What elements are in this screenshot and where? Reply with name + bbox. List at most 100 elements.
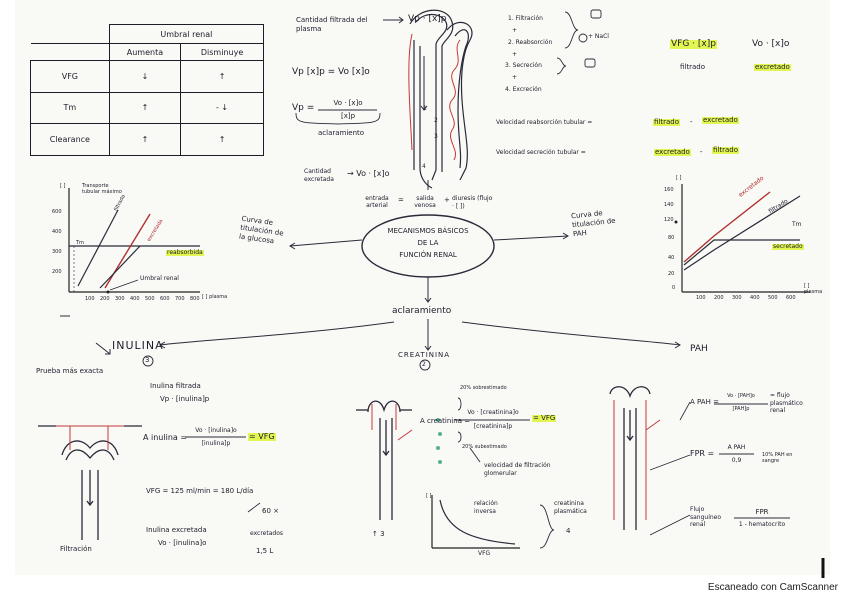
table-cell: ↑	[180, 60, 264, 93]
creatinina-number-4: 4	[566, 527, 571, 535]
glucose-xtick: 400	[130, 296, 140, 302]
entrada-arterial: entrada arterial	[365, 195, 389, 210]
glucose-umbral: Umbral renal	[140, 275, 179, 282]
creatinina-velocidad: velocidad de filtración glomerular	[484, 462, 551, 477]
pah-a-result: = flujo plasmático renal	[770, 392, 803, 414]
pah-a-den: [PAH]p	[732, 406, 750, 412]
fpr-note: 10% PAH en sangre	[762, 452, 793, 464]
cantidad-excretada-label: Cantidad excretada	[304, 168, 334, 183]
scanner-watermark: Escaneado con CamScanner	[707, 582, 838, 593]
pah-ytick: 0	[672, 285, 676, 291]
pah-y-unit: [ ]	[676, 175, 682, 181]
pah-a-label: A PAH =	[690, 398, 719, 406]
inulina-excretada-expr: Vo · [inulina]o	[158, 539, 207, 547]
inulina-sixty: 60 ×	[262, 507, 279, 515]
reabs-minus: -	[690, 118, 693, 126]
center-connectors	[60, 214, 681, 371]
balance-eq: Vp [x]p = Vo [x]o	[292, 67, 370, 77]
curva-pah-label: Curva de titulación de PAH	[570, 209, 616, 238]
glucose-graph	[68, 188, 200, 294]
aclaramiento-node: aclaramiento	[392, 306, 452, 316]
creatinina-y-unit: [ ]	[426, 493, 432, 499]
creatinina-extra: ↑ 3	[372, 530, 385, 538]
glucose-xtick: 300	[115, 296, 125, 302]
pah-ytick: 20	[668, 271, 675, 277]
table-subheader-disminuye: Disminuye	[180, 43, 264, 61]
fpr-label: FPR =	[690, 449, 715, 458]
umbral-renal-table: Umbral renal Aumenta Disminuye VFG ↓ ↑ T…	[30, 24, 265, 156]
vfg-expr: VFG · [x]p	[670, 39, 717, 49]
table-cell: ↓	[108, 60, 182, 93]
glucose-ytick: 300	[52, 249, 62, 255]
flujo-label: Flujo sanguíneo renal	[690, 506, 722, 528]
creatinina-a-label: A creatinina =	[420, 417, 471, 425]
creatinina-relacion: relación inversa	[474, 500, 498, 515]
glucose-ytick: 200	[52, 269, 62, 275]
process-reabsorcion: 2. Reabsorción	[508, 39, 553, 46]
excretado-label: excretado	[754, 63, 791, 71]
table-blank	[30, 43, 110, 61]
vo-expr: Vo · [x]o	[752, 39, 790, 49]
table-cell: ↑	[180, 123, 264, 156]
table-cell: - ↓	[180, 91, 264, 125]
inulina-a-num: Vo · [inulina]o	[195, 427, 237, 434]
creatinina-plasmatica: creatinina plasmática	[554, 500, 587, 515]
inulina-number: 3	[145, 356, 150, 364]
process-braces	[556, 9, 602, 75]
inulina-a-result: = VFG	[248, 432, 276, 441]
secr-label: Velocidad secreción tubular =	[496, 149, 586, 156]
table-row: VFG ↓ ↑	[30, 60, 264, 93]
creatinina-title: CREATININA	[398, 351, 451, 359]
step-3: 3	[434, 133, 438, 140]
creatinina-a-result: = VFG	[532, 414, 557, 422]
creatinina-secretion-dots	[436, 418, 442, 464]
pah-ytick: 160	[664, 187, 674, 193]
diuresis-label: diuresis (flujo · [ ])	[452, 195, 493, 210]
pah-nephron	[609, 386, 651, 530]
vp-eq-num: Vo · [x]o	[333, 99, 363, 107]
oval-line-2: DE LA	[417, 239, 439, 247]
glucose-xtick: 800	[190, 296, 200, 302]
process-plus-3: +	[512, 74, 518, 81]
secr-filtrado: filtrado	[712, 146, 739, 154]
vp-eq-den: [x]p	[340, 112, 356, 120]
table-row-label: Clearance	[30, 123, 110, 156]
creatinina-a-num: Vo · [creatinina]o	[467, 409, 519, 416]
nephron-top	[409, 9, 473, 189]
vp-eq-label: Vp =	[292, 103, 315, 113]
pah-x-unit: [ ] plasma	[804, 283, 823, 295]
creatinina-x-label: VFG	[478, 550, 491, 557]
creatinina-red	[371, 404, 413, 441]
step-4: 4	[422, 163, 426, 170]
table-cell: ↑	[108, 91, 182, 125]
pah-title: PAH	[690, 344, 708, 354]
inulina-glomerulus	[56, 425, 124, 450]
glucose-xtick: 600	[160, 296, 170, 302]
inulina-title: INULINA	[112, 339, 164, 352]
creatinina-sub: 20% subestimado	[462, 444, 507, 450]
glucose-xtick: 100	[85, 296, 95, 302]
creatinina-a-den: [creatinina]p	[473, 423, 513, 430]
glucose-xtick: 700	[175, 296, 185, 302]
table-row-label: Tm	[30, 91, 110, 125]
step-2: 2	[434, 117, 438, 124]
step-1: 1	[423, 105, 427, 112]
reabs-label: Velocidad reabsorción tubular =	[496, 119, 593, 126]
inulina-filtrada: Inulina filtrada	[150, 382, 201, 390]
oval-line-3: FUNCIÓN RENAL	[399, 251, 457, 259]
inulina-prueba: Prueba más exacta	[36, 367, 104, 375]
oval-line-1: MECANISMOS BÁSICOS	[387, 227, 469, 235]
table-row-label: VFG	[30, 60, 110, 93]
process-excrecion: 4. Excreción	[505, 86, 542, 93]
pah-red	[613, 400, 661, 520]
creatinina-nephron	[356, 400, 412, 520]
inulina-nephron	[38, 425, 142, 540]
inulina-a-label: A inulina =	[143, 433, 188, 442]
inulina-excretados: excretados	[250, 530, 283, 537]
secr-excretado: excretado	[654, 148, 691, 156]
inulina-filtrada-expr: Vp · [inulina]p	[160, 395, 210, 403]
flujo-num: FPR	[755, 508, 769, 516]
reabs-excretado: excretado	[702, 116, 739, 124]
process-plus-2: +	[512, 51, 518, 58]
